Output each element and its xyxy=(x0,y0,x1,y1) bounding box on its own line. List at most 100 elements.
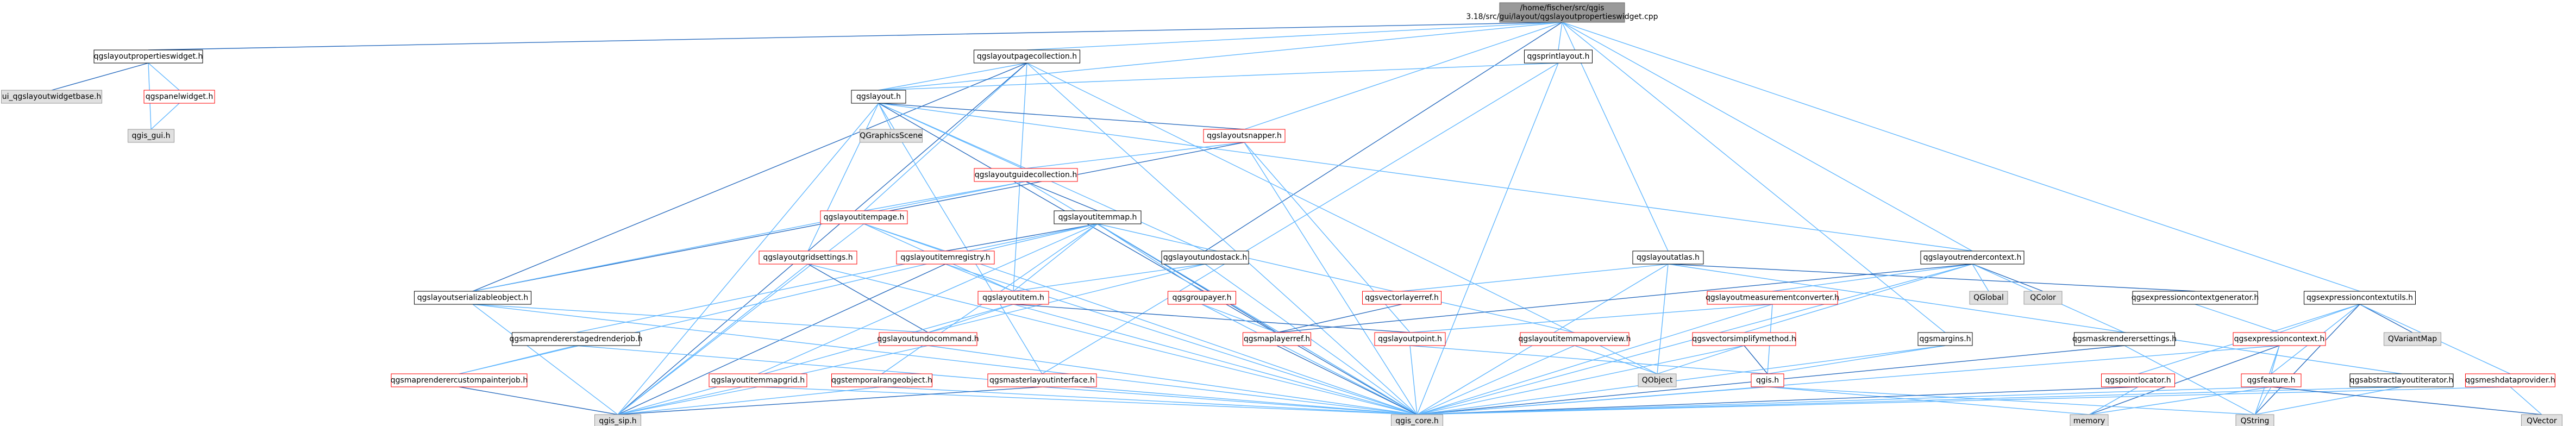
node-qlreg[interactable]: qgslayoutitemregistry.h xyxy=(896,250,995,265)
node-label: qgslayoutserializableobject.h xyxy=(417,293,528,302)
node-qlpoint[interactable]: qgslayoutpoint.h xyxy=(1374,332,1446,346)
edge-qlim-qlreg xyxy=(945,223,1098,252)
edge-qvsm-qobject xyxy=(1657,345,1745,374)
node-box xyxy=(143,90,215,104)
node-label: qgsmasterlayoutinterface.h xyxy=(989,376,1095,385)
edge-qmeshdp-qgis_core xyxy=(1417,386,2511,415)
node-qluc[interactable]: qgslayoutundocommand.h xyxy=(877,332,979,346)
node-qlimg[interactable]: qgslayoutitemmapgrid.h xyxy=(709,373,807,387)
node-qmrsj[interactable]: qgsmaprendererstagedrenderjob.h xyxy=(509,332,643,346)
node-qmcc[interactable]: qgslayoutmeasurementconverter.h xyxy=(1706,291,1839,305)
node-qmlr[interactable]: qgsmaplayerref.h xyxy=(1243,332,1311,346)
edge-qlayout-qmli xyxy=(878,103,1043,374)
edge-qmcc-qlpoint xyxy=(1409,304,1773,333)
node-label: QVector xyxy=(2527,417,2557,425)
node-qlayout[interactable]: qgslayout.h xyxy=(851,90,906,104)
node-qlgs[interactable]: qgslayoutgridsettings.h xyxy=(759,250,857,265)
edge-qvsm-qgis_core xyxy=(1417,345,1745,415)
edge-root-qlsnap xyxy=(1244,22,1563,130)
node-qpw[interactable]: qgspanelwidget.h xyxy=(143,90,215,104)
node-box xyxy=(2074,332,2175,346)
node-label: qgsmaprendererstagedrenderjob.h xyxy=(509,335,642,343)
node-qvsm[interactable]: qgsvectorsimplifymethod.h xyxy=(1692,332,1796,346)
node-qvlref[interactable]: qgsvectorlayerref.h xyxy=(1362,291,1441,305)
node-label: qgsmaplayerref.h xyxy=(1244,335,1310,343)
node-qlpc[interactable]: qgslayoutpagecollection.h xyxy=(974,49,1080,64)
edge-qmargins-qgis_h xyxy=(1767,345,1946,374)
edge-qlsnap-qgis_core xyxy=(1244,142,1418,415)
node-qfeature[interactable]: qgsfeature.h xyxy=(2241,373,2302,387)
edge-qlim-qlimo xyxy=(1097,223,1575,333)
edge-qmrsj-qmrcp xyxy=(459,345,576,374)
node-label: QGlobal xyxy=(1973,293,2004,302)
node-qlpage[interactable]: qgslayoutitempage.h xyxy=(820,210,908,224)
edge-qluc-qgis_core xyxy=(927,345,1418,415)
edge-qlitem-qlpoint xyxy=(1013,304,1411,333)
node-box xyxy=(987,373,1097,387)
node-label: qgis_gui.h xyxy=(132,131,171,140)
edge-qlimg-qgis_core xyxy=(757,386,1418,415)
node-qlatlas[interactable]: qgslayoutatlas.h xyxy=(1632,250,1704,265)
node-qmeshdp[interactable]: qgsmeshdataprovider.h xyxy=(2465,373,2555,387)
edge-qali-qgis_core xyxy=(1417,386,2402,415)
node-box xyxy=(2070,414,2109,426)
node-ui_qlpw: ui_qgslayoutwidgetbase.h xyxy=(1,90,102,104)
edge-qecg-qexpctx xyxy=(2195,304,2280,333)
edge-qlpw-qpw xyxy=(148,62,180,91)
node-qali[interactable]: qgsabstractlayoutiterator.h xyxy=(2349,373,2454,387)
node-qlrc[interactable]: qgslayoutrendercontext.h xyxy=(1920,250,2025,265)
node-qpl[interactable]: qgsprintlayout.h xyxy=(1524,49,1593,64)
node-qlim[interactable]: qgslayoutitemmap.h xyxy=(1054,210,1142,224)
edge-qlayout-qlsnap xyxy=(878,103,1245,130)
edge-qlimo-qgis_core xyxy=(1417,345,1575,415)
edge-qlus-qlitem xyxy=(1013,264,1206,292)
edge-qlgs-qluc xyxy=(807,264,929,333)
edge-qlayout-qlgs xyxy=(807,103,879,252)
node-qlsnap[interactable]: qgslayoutsnapper.h xyxy=(1203,129,1286,143)
node-box xyxy=(391,373,528,387)
node-qmaskrs[interactable]: qgsmaskrenderersettings.h xyxy=(2072,332,2177,346)
edge-qgis_h-qstring xyxy=(1767,386,2255,415)
edge-qlatlas-qecg xyxy=(1668,264,2196,292)
node-label: qgslayoutsnapper.h xyxy=(1207,131,1282,140)
node-qobject: QObject xyxy=(1638,373,1677,387)
edge-qlpc-qobject xyxy=(1026,62,1658,374)
node-qlso[interactable]: qgslayoutserializableobject.h xyxy=(414,291,531,305)
node-label: qgslayoutpagecollection.h xyxy=(977,52,1077,61)
node-qlus[interactable]: qgslayoutundostack.h xyxy=(1161,250,1249,265)
node-qlgc[interactable]: qgslayoutguidecollection.h xyxy=(974,168,1078,182)
edge-qlrc-qgiso xyxy=(1972,264,1989,292)
edge-qglayer-qgis_core xyxy=(1201,304,1418,415)
node-qecg[interactable]: qgsexpressioncontextgenerator.h xyxy=(2132,291,2259,305)
node-qtro[interactable]: qgstemporalrangeobject.h xyxy=(831,373,932,387)
edge-qmli-qgis_core xyxy=(1042,386,1418,415)
node-qgis_h[interactable]: qgis.h xyxy=(1751,373,1784,387)
node-label: qgslayoutitempage.h xyxy=(824,213,905,222)
node-label: QVariantMap xyxy=(2388,335,2437,343)
node-label: ui_qgslayoutwidgetbase.h xyxy=(2,92,101,101)
edge-qmargins-qgis_core xyxy=(1417,345,1946,415)
node-label: qgsmeshdataprovider.h xyxy=(2465,376,2555,385)
node-qecu[interactable]: qgsexpressioncontextutils.h xyxy=(2304,291,2416,305)
node-qlpw[interactable]: qgslayoutpropertieswidget.h xyxy=(93,49,203,64)
edge-qmeshdp-qvector xyxy=(2510,386,2542,415)
node-qlitem[interactable]: qgslayoutitem.h xyxy=(977,291,1049,305)
node-qvector: QVector xyxy=(2521,414,2562,426)
node-qmargins[interactable]: qgsmargins.h xyxy=(1917,332,1973,346)
node-label: qgis.h xyxy=(1756,376,1779,385)
node-box xyxy=(977,291,1049,305)
edge-root-qlrc xyxy=(1562,22,1973,252)
node-qlimo[interactable]: qgslayoutitemmapoverview.h xyxy=(1519,332,1631,346)
node-qmrcp[interactable]: qgsmaprenderercustompainterjob.h xyxy=(391,373,528,387)
node-qmli[interactable]: qgsmasterlayoutinterface.h xyxy=(987,373,1097,387)
node-qploc[interactable]: qgspointlocator.h xyxy=(2101,373,2175,387)
edge-qlpc-qlayout xyxy=(878,62,1027,91)
node-label: qgslayoutpoint.h xyxy=(1378,335,1442,343)
node-qexpctx[interactable]: qgsexpressioncontext.h xyxy=(2233,332,2326,346)
node-box xyxy=(1692,332,1796,346)
edge-qpl-qgis_core xyxy=(1417,62,1559,415)
edge-qlpc-qlpage xyxy=(863,62,1027,211)
node-label: qgslayoutpropertieswidget.h xyxy=(94,52,203,61)
node-qglayer[interactable]: qgsgroupayer.h xyxy=(1168,291,1236,305)
